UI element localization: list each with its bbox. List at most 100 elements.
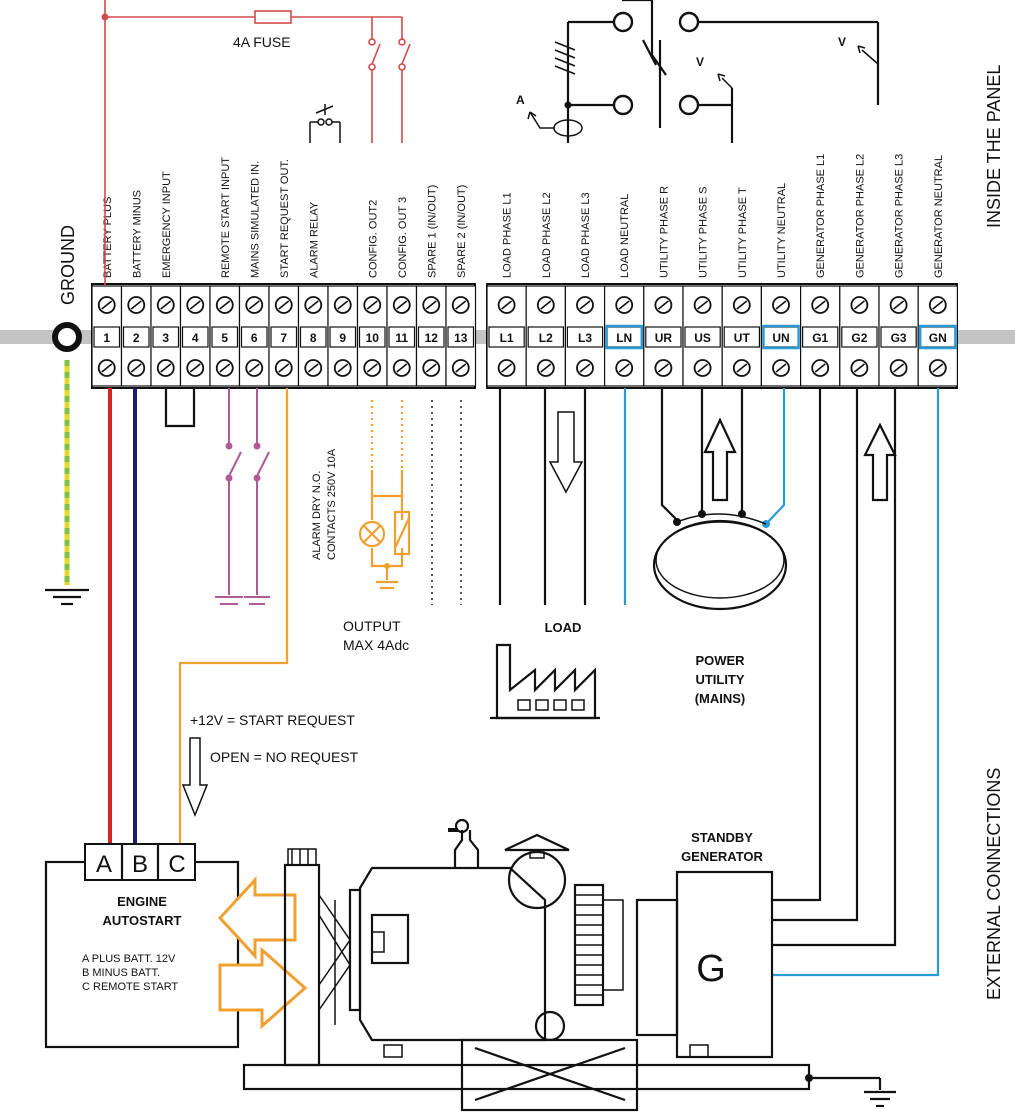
screw-icon bbox=[422, 296, 441, 314]
down-arrow-icon bbox=[181, 737, 209, 818]
voltmeter-label-utility: V bbox=[696, 55, 704, 69]
terminal-label: BATTERY MINUS bbox=[131, 190, 143, 278]
load-wires bbox=[498, 388, 627, 605]
start-request-legend: +12V = START REQUEST bbox=[190, 712, 355, 728]
screw-icon bbox=[127, 296, 146, 314]
ground-terminal bbox=[52, 322, 82, 352]
screw-icon bbox=[693, 296, 712, 314]
generator-symbol: G bbox=[696, 948, 726, 990]
terminal-right-g2[interactable]: G2 bbox=[839, 285, 880, 387]
terminal-left-4[interactable]: 4 bbox=[179, 285, 211, 387]
autostart-terminal-c: C bbox=[168, 851, 185, 878]
terminal-number: 8 bbox=[310, 331, 317, 345]
utility-wires bbox=[652, 388, 788, 611]
terminal-left-8[interactable]: 8 bbox=[297, 285, 329, 387]
terminal-number: 10 bbox=[366, 331, 380, 345]
no-request-legend: OPEN = NO REQUEST bbox=[210, 749, 359, 765]
screw-icon bbox=[156, 359, 175, 377]
terminal-label: EMERGENCY INPUT bbox=[161, 171, 173, 278]
terminal-label: GENERATOR PHASE L2 bbox=[854, 154, 866, 278]
screw-icon bbox=[497, 296, 516, 314]
terminal-left-10[interactable]: 10 bbox=[356, 285, 388, 387]
terminal-label: SPARE 2 (IN/OUT) bbox=[456, 185, 468, 278]
terminal-number: 12 bbox=[425, 331, 439, 345]
utility-arrow-icon bbox=[703, 417, 737, 502]
terminal-label: UTILITY PHASE T bbox=[737, 187, 749, 278]
alarm-contacts-line2: CONTACTS 250V 10A bbox=[326, 448, 338, 560]
screw-icon bbox=[615, 296, 634, 314]
autostart-note-b: B MINUS BATT. bbox=[82, 967, 160, 979]
screw-icon bbox=[654, 296, 673, 314]
terminal-number: LN bbox=[616, 331, 632, 345]
screw-icon bbox=[186, 359, 205, 377]
screw-icon bbox=[274, 359, 293, 377]
terminal-left-2[interactable]: 2 bbox=[120, 285, 152, 387]
terminal-left-1[interactable]: 1 bbox=[91, 285, 123, 387]
screw-icon bbox=[304, 296, 323, 314]
screw-icon bbox=[215, 359, 234, 377]
terminal-left-3[interactable]: 3 bbox=[150, 285, 182, 387]
transfer-switch-icon bbox=[554, 0, 880, 143]
terminal-left-7[interactable]: 7 bbox=[268, 285, 300, 387]
terminal-left-6[interactable]: 6 bbox=[238, 285, 270, 387]
terminal-right-l3[interactable]: L3 bbox=[564, 285, 606, 387]
ammeter-icon bbox=[527, 111, 583, 143]
terminal-label: LOAD PHASE L3 bbox=[580, 192, 592, 278]
screw-icon bbox=[497, 359, 516, 377]
generator-title2: GENERATOR bbox=[681, 849, 763, 864]
terminal-number: UN bbox=[772, 331, 789, 345]
terminal-right-un[interactable]: UN bbox=[760, 285, 802, 387]
terminal-right-us[interactable]: US bbox=[682, 285, 723, 387]
terminal-left-5[interactable]: 5 bbox=[209, 285, 241, 387]
terminal-right-ur[interactable]: UR bbox=[643, 285, 684, 387]
load-arrow-icon bbox=[548, 411, 584, 494]
screw-icon bbox=[451, 359, 470, 377]
terminal-right-g3[interactable]: G3 bbox=[878, 285, 919, 387]
screw-icon bbox=[536, 296, 555, 314]
terminal-left-13[interactable]: 13 bbox=[445, 285, 477, 387]
voltmeter-label-generator: V bbox=[838, 35, 846, 49]
utility-label-line2: UTILITY bbox=[695, 672, 744, 687]
terminal-number: GN bbox=[929, 331, 947, 345]
inside-panel-label: INSIDE THE PANEL bbox=[984, 65, 1004, 228]
voltmeter-icon bbox=[717, 45, 879, 89]
screw-icon bbox=[245, 359, 264, 377]
terminal-right-g1[interactable]: G1 bbox=[799, 285, 841, 387]
input-switches bbox=[215, 388, 270, 605]
terminal-right-l1[interactable]: L1 bbox=[486, 285, 527, 387]
screw-icon bbox=[451, 296, 470, 314]
autostart-note-c: C REMOTE START bbox=[82, 981, 178, 993]
fuse-icon bbox=[254, 10, 292, 24]
terminal-label: ALARM RELAY bbox=[308, 201, 320, 278]
terminal-number: 2 bbox=[133, 331, 140, 345]
terminal-right-ut[interactable]: UT bbox=[721, 285, 763, 387]
autostart-title1: ENGINE bbox=[117, 894, 167, 909]
screw-icon bbox=[156, 296, 175, 314]
terminal-label: GENERATOR NEUTRAL bbox=[933, 155, 945, 278]
screw-icon bbox=[245, 296, 264, 314]
autostart-note-a: A PLUS BATT. 12V bbox=[82, 953, 176, 965]
screw-icon bbox=[889, 296, 908, 314]
screw-icon bbox=[392, 359, 411, 377]
terminal-label: BATTERY PLUS bbox=[102, 197, 114, 278]
terminal-left-9[interactable]: 9 bbox=[327, 285, 359, 387]
output-label-line2: MAX 4Adc bbox=[343, 637, 409, 653]
terminal-right-gn[interactable]: GN bbox=[917, 285, 959, 387]
terminal-number: 13 bbox=[454, 331, 468, 345]
terminal-label: UTILITY NEUTRAL bbox=[776, 183, 788, 278]
terminal-label: START REQUEST OUT. bbox=[279, 159, 291, 278]
terminal-number: 5 bbox=[221, 331, 228, 345]
terminal-number: G2 bbox=[851, 331, 867, 345]
terminal-right-l2[interactable]: L2 bbox=[525, 285, 567, 387]
terminal-right-ln[interactable]: LN bbox=[603, 285, 645, 387]
terminal-number: 9 bbox=[339, 331, 346, 345]
screw-icon bbox=[215, 296, 234, 314]
terminal-left-11[interactable]: 11 bbox=[386, 285, 418, 387]
terminal-label: UTILITY PHASE R bbox=[658, 186, 670, 278]
terminal-number: G3 bbox=[891, 331, 907, 345]
terminal-left-12[interactable]: 12 bbox=[415, 285, 447, 387]
screw-icon bbox=[333, 296, 352, 314]
terminal-label: GENERATOR PHASE L1 bbox=[815, 154, 827, 278]
autostart-terminal-b: B bbox=[132, 851, 148, 878]
